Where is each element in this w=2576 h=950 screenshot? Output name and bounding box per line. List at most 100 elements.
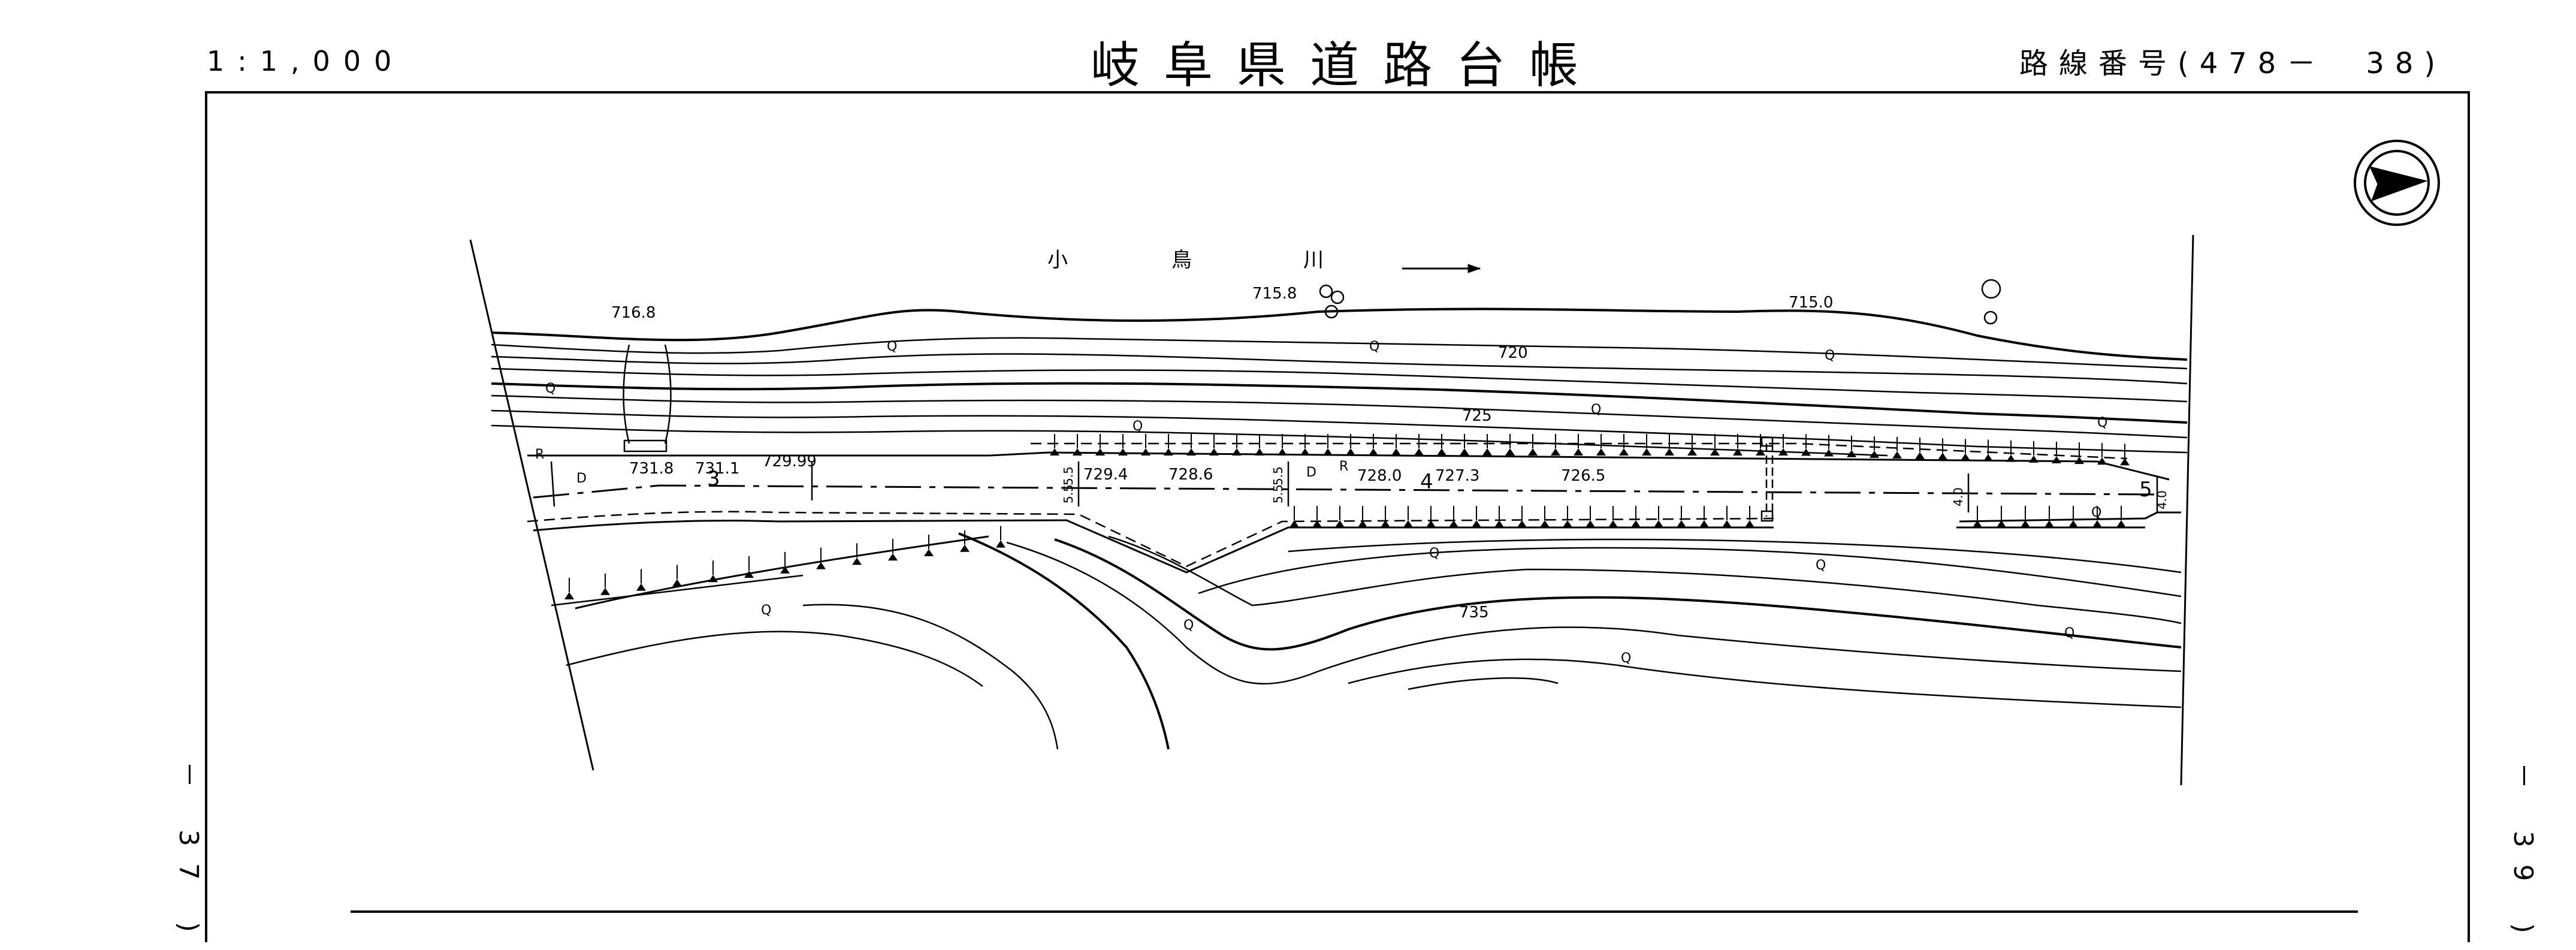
station-label: 4: [1420, 470, 1433, 494]
slope-tick: [1983, 454, 1993, 462]
survey-point: Q: [887, 339, 897, 354]
sheet-boundary-left: [469, 239, 594, 771]
survey-point: Q: [1825, 348, 1835, 363]
slope-tick: [1699, 520, 1709, 527]
survey-point: Q: [2097, 415, 2107, 430]
survey-point: Q: [1621, 651, 1631, 666]
survey-point: Q: [1369, 339, 1379, 354]
survey-point: Q: [2064, 626, 2074, 641]
spot-elevation: 715.8: [1252, 285, 1297, 303]
survey-point: Q: [1133, 419, 1143, 434]
spot-elevation: 729.99: [762, 453, 817, 471]
previous-sheet-link[interactable]: － 37 ): [173, 761, 204, 949]
slope-tick: [1915, 452, 1925, 460]
slope-tick: [1619, 448, 1629, 456]
road-edge-lower-dashed: [527, 511, 1774, 568]
slope-tick: [1973, 520, 1982, 527]
contour-label: 725: [1462, 407, 1492, 425]
map-frame: [205, 91, 2470, 942]
slope-tick: [1665, 448, 1674, 456]
slope-tick: [1369, 448, 1378, 456]
slope-tick: [2006, 454, 2016, 462]
culvert: [1765, 444, 1774, 517]
river-name-char: 鳥: [1171, 248, 1192, 272]
spot-elevation: 726.5: [1561, 467, 1605, 485]
culvert-inlet: [1760, 436, 1774, 447]
slope-tick: [2092, 520, 2102, 527]
slope-tick: [1335, 520, 1345, 527]
tree-icon: [1983, 310, 1998, 325]
slope-tick: [2029, 455, 2039, 463]
slope-tick: [1358, 520, 1367, 527]
slope-tick: [1586, 520, 1595, 527]
slope-tick: [1186, 448, 1196, 456]
survey-point: Q: [761, 603, 771, 618]
slope-tick: [1312, 520, 1322, 527]
road-width-label: 5.5: [1271, 466, 1285, 485]
tree-icon: [1981, 279, 2001, 299]
road-width-label: 4.0: [1951, 487, 1965, 506]
slope-tick: [1209, 448, 1219, 456]
slope-tick: [780, 566, 790, 574]
slope-tick: [816, 562, 826, 569]
slope-tick: [2097, 457, 2107, 465]
slope-tick: [1391, 448, 1401, 456]
survey-point: Q: [545, 381, 555, 396]
slope-tick: [1460, 448, 1469, 456]
slope-tick: [1278, 448, 1287, 456]
slope-tick: [1733, 448, 1743, 456]
culvert-outlet: [1760, 510, 1774, 522]
slope-tick: [1517, 520, 1527, 527]
slope-tick: [1118, 448, 1128, 456]
slope-tick: [1255, 448, 1264, 456]
slope-tick: [960, 544, 970, 552]
slope-tick: [1482, 448, 1492, 456]
slope-tick: [1756, 448, 1765, 456]
slope-tick: [2045, 520, 2054, 527]
slope-tick: [1050, 448, 1059, 456]
slope-tick: [1403, 520, 1413, 527]
slope-tick: [2068, 520, 2078, 527]
spot-elevation: 731.8: [629, 460, 674, 478]
spot-elevation: 729.4: [1083, 466, 1128, 484]
tree-symbols: [1319, 279, 2001, 325]
slope-tick: [1677, 520, 1686, 527]
slope-tick: [1563, 520, 1572, 527]
hill-contours: [551, 532, 2182, 750]
slope-tick: [1642, 448, 1651, 456]
slope-tick: [1414, 448, 1424, 456]
sheet-boundary-right: [2180, 234, 2194, 786]
slope-tick: [1938, 453, 1947, 460]
spot-elevation: 715.0: [1789, 294, 1833, 312]
slope-tick: [1141, 448, 1150, 456]
retaining-wall-mark: R: [535, 447, 544, 462]
slope-tick: [2120, 458, 2130, 466]
slope-tick: [1437, 448, 1446, 456]
width-dimension-arrows: [550, 461, 2158, 512]
slope-tick: [1323, 448, 1333, 456]
slope-tick: [1300, 448, 1310, 456]
slope-tick: [1870, 450, 1879, 458]
road-width-label: 5.5: [1061, 466, 1076, 485]
contour-label: 735: [1459, 604, 1489, 622]
slope-tick: [1346, 448, 1355, 456]
slope-tick: [1472, 520, 1481, 527]
slope-tick: [852, 557, 862, 565]
survey-point: Q: [1429, 546, 1439, 561]
slope-tick: [1596, 448, 1606, 456]
contour-label: 720: [1498, 344, 1528, 362]
slope-tick: [708, 575, 718, 583]
spot-elevation: 731.1: [695, 460, 739, 478]
slope-tick: [996, 540, 1005, 548]
river-contours: [491, 307, 2188, 457]
slope-tick: [1289, 520, 1299, 527]
slope-tick: [1608, 520, 1618, 527]
page-title: 岐阜県道路台帳: [1091, 37, 1603, 94]
road-edge-upper: [527, 451, 2170, 481]
slope-tick: [1540, 520, 1550, 527]
slope-tick: [1801, 448, 1811, 456]
spot-elevation: 727.3: [1435, 467, 1479, 485]
road-width-label: 5.5: [1061, 484, 1076, 503]
slope-tick: [1164, 448, 1173, 456]
